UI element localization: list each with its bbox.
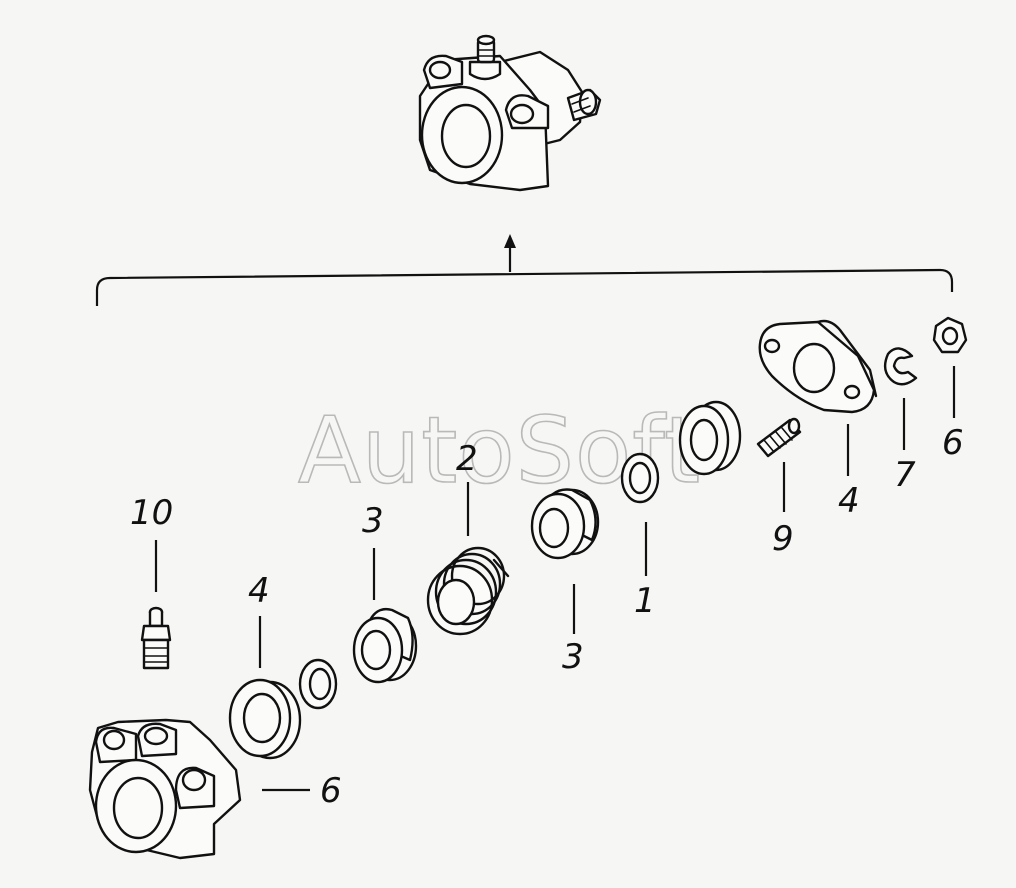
valve-housing-icon	[88, 718, 242, 860]
assembly-bracket	[95, 234, 954, 306]
part-label-6: 6	[320, 771, 342, 811]
part-label-7: 6	[942, 423, 964, 463]
part-label-10: 10	[130, 493, 173, 533]
part-label-2: 2	[456, 439, 478, 479]
seal-ring-icon	[228, 678, 302, 760]
coil-spring-icon	[426, 546, 510, 636]
part-label-5: 4	[838, 481, 860, 521]
hex-nut-icon	[932, 316, 968, 354]
part-label-8: 7	[894, 455, 916, 495]
part-label-3a: 3	[362, 501, 384, 541]
seal-cup-icon	[352, 607, 418, 684]
part-label-4: 4	[248, 571, 270, 611]
o-ring-washer-icon	[620, 452, 660, 504]
flange-gasket-icon	[758, 319, 878, 414]
assembled-valve-unit-icon	[418, 34, 602, 192]
part-label-1: 1	[634, 581, 656, 621]
seal-cup-icon	[530, 488, 600, 560]
threaded-stud-icon	[756, 417, 802, 458]
part-label-3b: 3	[562, 637, 584, 677]
washer-icon	[298, 658, 338, 710]
lock-washer-icon	[883, 347, 918, 386]
grease-nipple-icon	[140, 606, 172, 670]
seal-ring-icon	[678, 400, 742, 476]
part-label-9: 9	[772, 519, 794, 559]
